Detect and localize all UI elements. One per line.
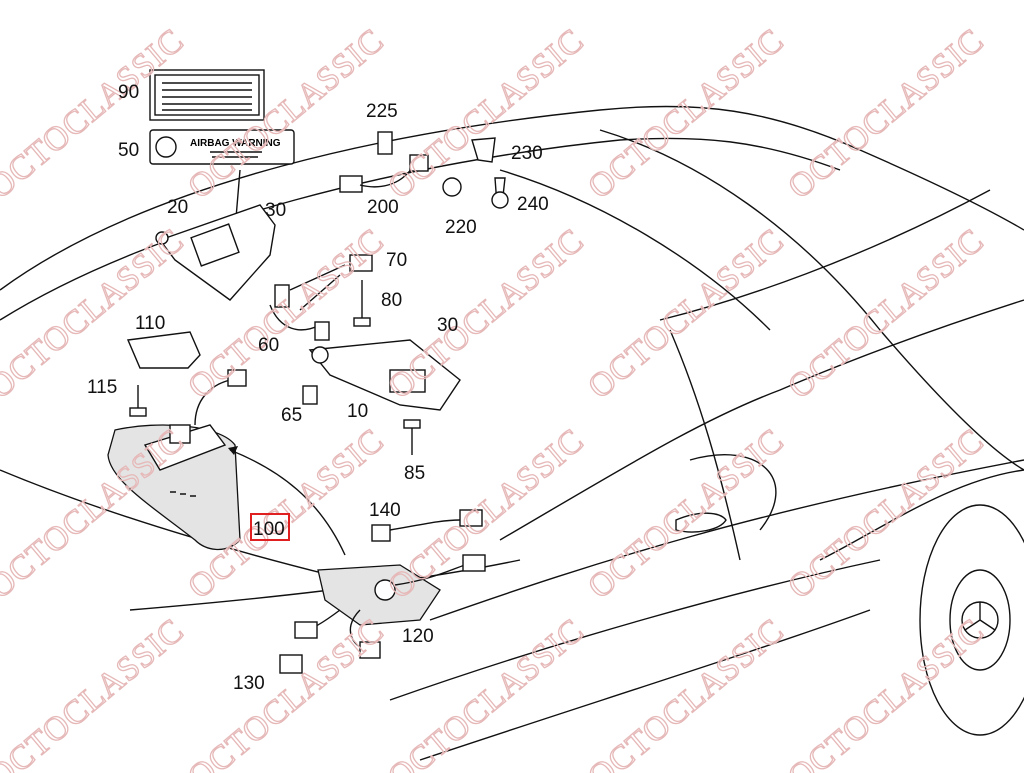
callout-230[interactable]: 230: [511, 143, 543, 164]
watermark-text: OCTOCLASSIC: [0, 612, 191, 773]
watermark-text: OCTOCLASSIC: [181, 612, 391, 773]
callout-110[interactable]: 110: [135, 313, 165, 334]
callout-20[interactable]: 20: [167, 197, 188, 218]
callout-85[interactable]: 85: [404, 463, 425, 484]
callout-50[interactable]: 50: [118, 140, 139, 161]
callout-115[interactable]: 115: [87, 377, 117, 398]
callout-10[interactable]: 10: [347, 401, 368, 422]
watermark-text: OCTOCLASSIC: [381, 222, 591, 406]
callout-120[interactable]: 120: [402, 626, 434, 647]
callout-labels: 90 50 225 230 200 240 220 20 30 70 80 11…: [87, 82, 549, 694]
callout-225[interactable]: 225: [366, 101, 398, 122]
callout-100[interactable]: 100: [253, 519, 285, 540]
watermark-text: OCTOCLASSIC: [781, 22, 991, 206]
part-grab-handle: [339, 131, 509, 209]
watermark-text: OCTOCLASSIC: [581, 422, 791, 606]
part-120-dome-lamp: [279, 509, 486, 674]
callout-220[interactable]: 220: [445, 217, 477, 238]
callout-30-left[interactable]: 30: [265, 200, 286, 221]
callout-200[interactable]: 200: [367, 197, 399, 218]
watermark-text: OCTOCLASSIC: [581, 222, 791, 406]
watermark-text: OCTOCLASSIC: [581, 22, 791, 206]
watermarks: OCTOCLASSIC OCTOCLASSIC OCTOCLASSIC OCTO…: [0, 21, 992, 773]
watermark-text: OCTOCLASSIC: [581, 612, 791, 773]
part-clips-screws: [126, 254, 421, 455]
callout-240[interactable]: 240: [517, 194, 549, 215]
watermark-text: OCTOCLASSIC: [381, 422, 591, 606]
part-visor-right: [308, 339, 461, 411]
part-visor-left: [155, 204, 276, 301]
callout-65[interactable]: 65: [281, 405, 302, 426]
callout-70[interactable]: 70: [386, 250, 407, 271]
part-50-airbag-warning-label: AIRBAG WARNING: [149, 129, 295, 165]
callout-130[interactable]: 130: [233, 673, 265, 694]
callout-90[interactable]: 90: [118, 82, 139, 103]
callout-30-right[interactable]: 30: [437, 315, 458, 336]
watermark-text: OCTOCLASSIC: [781, 612, 991, 773]
highlight-box: [250, 513, 290, 541]
callout-60[interactable]: 60: [258, 335, 279, 356]
airbag-warning-text: AIRBAG WARNING: [190, 138, 281, 149]
watermark-text: OCTOCLASSIC: [781, 422, 991, 606]
watermark-text: OCTOCLASSIC: [781, 222, 991, 406]
part-100-interior-mirror-module: [107, 369, 346, 556]
car-outline: [0, 105, 1024, 761]
callout-80[interactable]: 80: [381, 290, 402, 311]
callout-140[interactable]: 140: [369, 500, 401, 521]
part-90-label-card: [149, 69, 265, 121]
